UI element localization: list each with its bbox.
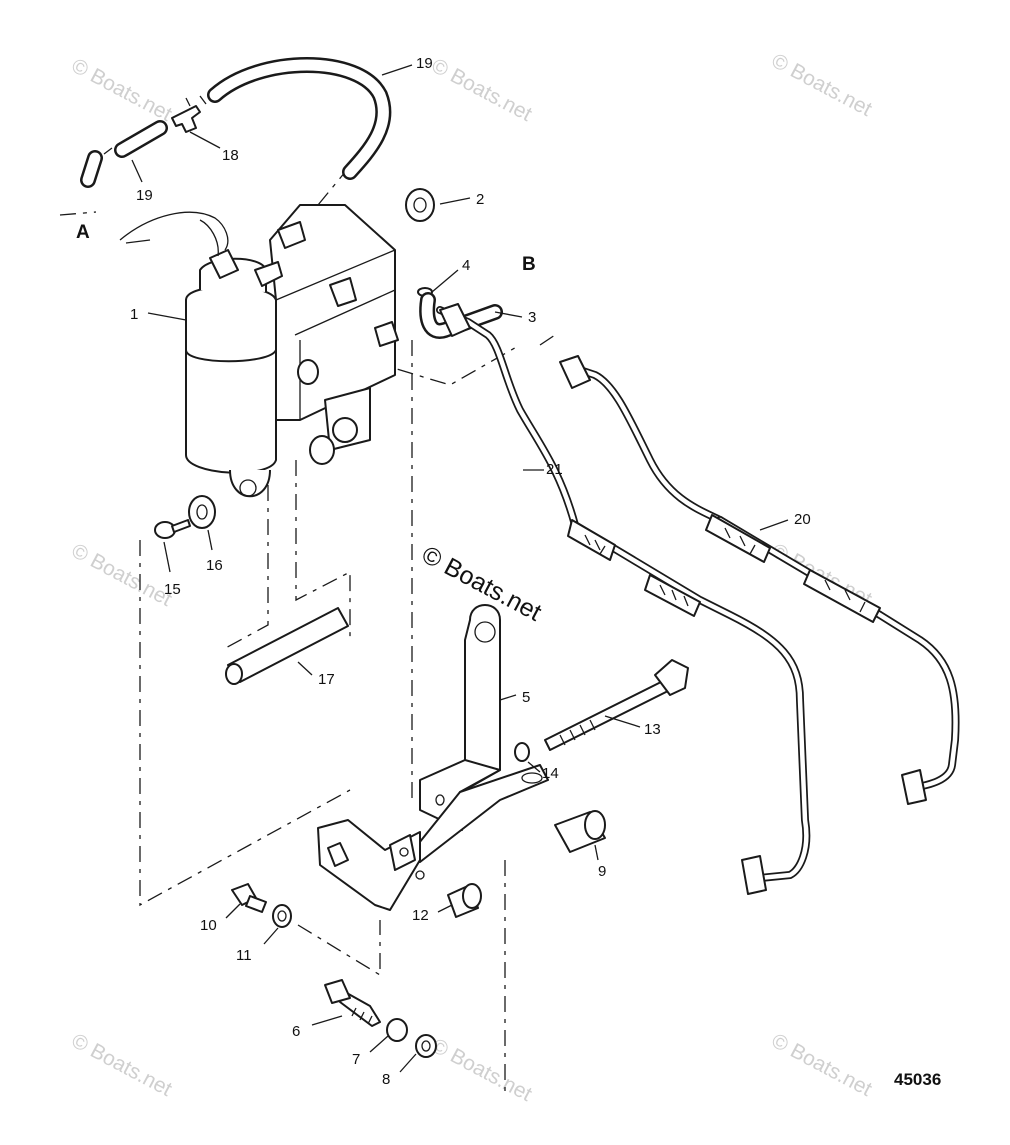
callout-7: 7 xyxy=(352,1051,360,1068)
view-letter-a: A xyxy=(76,222,90,243)
callout-15: 15 xyxy=(164,581,181,598)
callout-12: 12 xyxy=(412,907,429,924)
fuel-filter-assembly-1 xyxy=(119,204,399,498)
watermark-bottom-center: © Boats.net xyxy=(428,1034,536,1106)
watermark-top-center: © Boats.net xyxy=(428,54,536,126)
bolt-6 xyxy=(324,979,381,1027)
callout-13: 13 xyxy=(644,721,661,738)
watermarks: © Boats.net © Boats.net © Boats.net © Bo… xyxy=(68,49,876,1106)
figure-number: 45036 xyxy=(894,1070,941,1089)
callout-2: 2 xyxy=(476,191,484,208)
callout-18: 18 xyxy=(222,147,239,164)
callout-10: 10 xyxy=(200,917,217,934)
callout-20: 20 xyxy=(794,511,811,528)
watermark-mid-left: © Boats.net xyxy=(68,539,176,611)
callout-21: 21 xyxy=(546,461,563,478)
spacer-9 xyxy=(554,810,606,853)
bolt-10 xyxy=(231,883,267,913)
callout-16: 16 xyxy=(206,557,223,574)
callout-9: 9 xyxy=(598,863,606,880)
hose-19-short xyxy=(114,120,168,158)
callout-19-left: 19 xyxy=(136,187,153,204)
hose-A xyxy=(80,150,103,188)
watermark-bottom-right: © Boats.net xyxy=(768,1029,876,1101)
grommet-2 xyxy=(405,188,435,222)
tee-fitting-18 xyxy=(171,95,207,133)
fuel-line-21 xyxy=(436,303,811,895)
screw-15 xyxy=(154,519,191,539)
bolt-13 xyxy=(544,659,689,751)
callout-8: 8 xyxy=(382,1071,390,1088)
grommet-16 xyxy=(188,495,216,529)
spacer-12 xyxy=(447,883,482,918)
watermark-top-left: © Boats.net xyxy=(68,54,176,126)
callout-4: 4 xyxy=(462,257,470,274)
view-letter-b: B xyxy=(522,254,536,275)
callout-11: 11 xyxy=(236,947,252,964)
fuel-line-20 xyxy=(559,355,960,805)
hose-3 xyxy=(419,292,503,339)
washer-11 xyxy=(272,904,292,928)
washer-8 xyxy=(415,1034,437,1058)
watermark-top-right: © Boats.net xyxy=(768,49,876,121)
spacer-tube-17 xyxy=(225,607,349,685)
leader-lines xyxy=(131,64,789,1073)
callout-19-top: 19 xyxy=(416,55,433,72)
callout-6: 6 xyxy=(292,1023,300,1040)
nut-7 xyxy=(386,1018,408,1042)
callout-numbers: 19 18 19 2 4 3 1 21 20 5 13 14 9 12 10 1… xyxy=(130,55,811,1088)
callout-3: 3 xyxy=(528,309,536,326)
watermark-bottom-left: © Boats.net xyxy=(68,1029,176,1101)
callout-17: 17 xyxy=(318,671,335,688)
callout-14: 14 xyxy=(542,765,559,782)
bracket-plate xyxy=(317,819,425,911)
washer-14 xyxy=(514,742,530,762)
bracket-5 xyxy=(414,604,549,863)
callout-1: 1 xyxy=(130,306,138,323)
callout-5: 5 xyxy=(522,689,530,706)
